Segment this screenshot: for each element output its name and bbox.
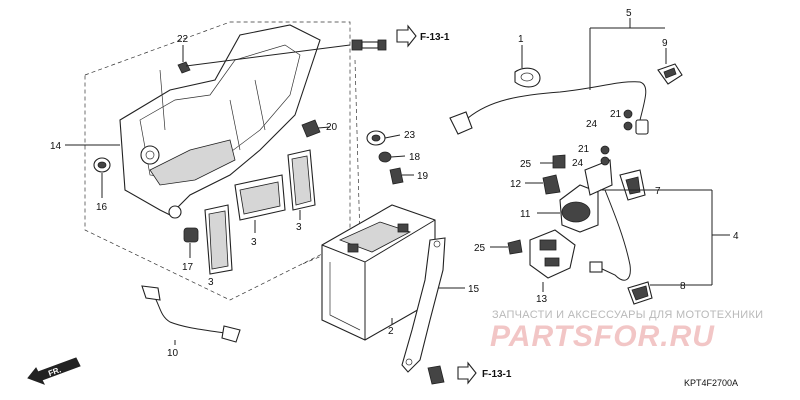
ref-arrow-bottom (457, 361, 477, 385)
callout-3b: 3 (251, 237, 257, 248)
callout-5: 5 (626, 8, 632, 19)
callout-20: 20 (326, 122, 338, 133)
callout-18: 18 (409, 152, 421, 163)
cable-clamp-part (514, 67, 541, 88)
ref-f-13-1-top: F-13-1 (420, 32, 450, 43)
watermark-logo: PARTSFOR.RU (490, 320, 715, 353)
front-direction-arrow: FR. (27, 357, 81, 385)
callout-2: 2 (388, 326, 394, 337)
cushion-17-part (183, 227, 199, 243)
collar-18-part (378, 151, 392, 163)
callout-1: 1 (518, 34, 524, 45)
watermark-subtitle: ЗАПЧАСТИ И АКСЕССУАРЫ ДЛЯ МОТОТЕХНИКИ (492, 309, 763, 321)
starter-relay-part (559, 159, 613, 233)
relay-connector-12-part (542, 174, 561, 195)
front-direction-label: FR. (47, 365, 62, 378)
callout-24a: 24 (586, 119, 598, 130)
callout-19: 19 (417, 171, 429, 182)
callout-23: 23 (404, 130, 416, 141)
positive-cable-part (449, 81, 649, 135)
terminal-cover-part (657, 63, 683, 85)
rubber-mat-a (204, 204, 233, 275)
nut-22-part (177, 61, 191, 74)
cable-4-part (589, 189, 631, 281)
figure-code: KPT4F2700A (684, 378, 738, 388)
nut-21-upper-part (623, 109, 633, 119)
clip-25-top-part (552, 154, 566, 169)
grommet-16-part (93, 157, 111, 173)
ref-f-13-1-bottom: F-13-1 (482, 369, 512, 380)
callout-12: 12 (510, 179, 522, 190)
callout-21a: 21 (610, 109, 622, 120)
terminal-cover-7-part (619, 169, 646, 201)
callout-7: 7 (655, 186, 661, 197)
callout-21b: 21 (578, 144, 590, 155)
bolt-24-lower-part (600, 156, 610, 166)
callout-10: 10 (167, 348, 179, 359)
callout-13: 13 (536, 294, 548, 305)
battery-part (321, 204, 436, 341)
clip-25-lower-part (507, 239, 523, 255)
terminal-cover-8-part (627, 281, 653, 305)
callout-15: 15 (468, 284, 480, 295)
callout-14: 14 (50, 141, 62, 152)
callout-22: 22 (177, 34, 189, 45)
band-bolt-part (427, 365, 445, 385)
negative-cable-part (141, 285, 241, 343)
nut-21-lower-part (600, 145, 610, 155)
callout-9: 9 (662, 38, 668, 49)
battery-case-part (119, 24, 321, 219)
bolt-19-part (389, 167, 404, 185)
bolt-24-upper-part (623, 121, 633, 131)
leader-lines (65, 18, 730, 345)
callout-24b: 24 (572, 158, 584, 169)
callout-8: 8 (680, 281, 686, 292)
callout-17: 17 (182, 262, 194, 273)
callout-25a: 25 (520, 159, 532, 170)
collar-23-part (366, 130, 386, 146)
callout-3c: 3 (296, 222, 302, 233)
callout-11: 11 (520, 209, 531, 220)
callout-3a: 3 (208, 277, 214, 288)
bolt-20-part (301, 119, 321, 138)
fuse-holder-part (529, 229, 576, 279)
battery-band-part (401, 237, 446, 373)
callout-16: 16 (96, 202, 108, 213)
top-bolt-part (351, 39, 387, 51)
callout-25b: 25 (474, 243, 486, 254)
ref-arrow-top (396, 24, 417, 48)
callout-4: 4 (733, 231, 739, 242)
rubber-mat-b (234, 174, 286, 221)
rubber-mat-c (287, 149, 316, 211)
